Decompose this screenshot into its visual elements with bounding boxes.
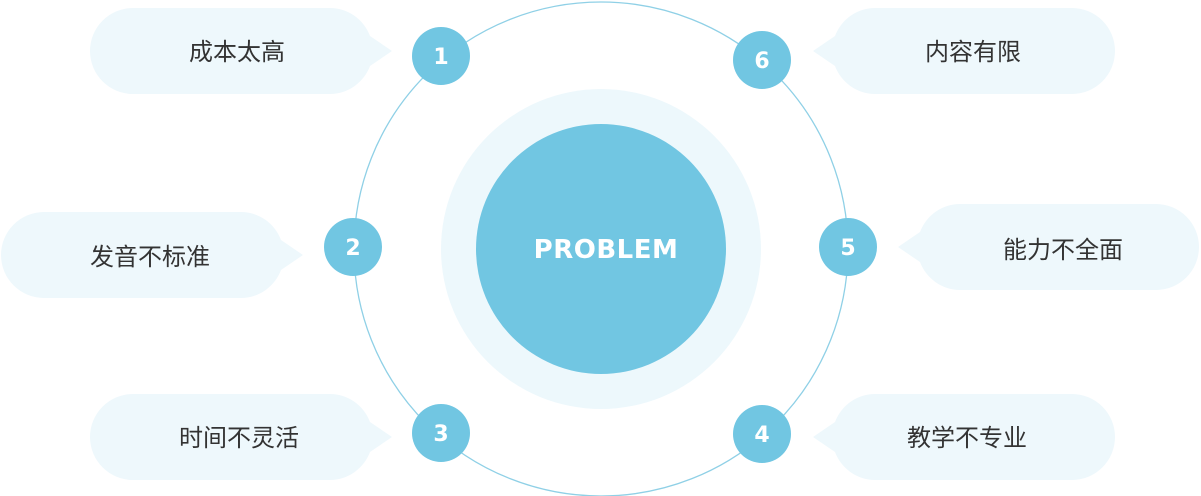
- number-node: [733, 31, 791, 89]
- speech-bubble: [1, 212, 303, 298]
- item-label: 教学不专业: [907, 424, 1027, 452]
- speech-bubble: [90, 8, 392, 94]
- item-number: 1: [433, 45, 448, 70]
- number-node: [324, 218, 382, 276]
- problem-item-4: 教学不专业 4: [733, 394, 1115, 480]
- item-label: 成本太高: [189, 38, 285, 66]
- item-number: 4: [754, 423, 769, 448]
- item-number: 6: [754, 49, 769, 74]
- item-number: 5: [840, 236, 855, 261]
- item-number: 3: [433, 422, 448, 447]
- problem-item-5: 能力不全面 5: [819, 204, 1199, 290]
- problem-item-1: 成本太高 1: [90, 8, 470, 94]
- speech-bubble: [898, 204, 1199, 290]
- problem-item-6: 内容有限 6: [733, 8, 1115, 94]
- item-label: 发音不标准: [90, 243, 210, 271]
- item-number: 2: [345, 236, 360, 261]
- item-label: 内容有限: [925, 38, 1021, 66]
- number-node: [412, 27, 470, 85]
- number-node: [733, 405, 791, 463]
- center-circle: [476, 124, 726, 374]
- number-node: [412, 404, 470, 462]
- speech-bubble: [813, 394, 1115, 480]
- item-label: 时间不灵活: [179, 424, 299, 452]
- center-label: PROBLEM: [534, 235, 679, 265]
- problem-item-2: 发音不标准 2: [1, 212, 382, 298]
- problem-item-3: 时间不灵活 3: [90, 394, 470, 480]
- speech-bubble: [813, 8, 1115, 94]
- item-label: 能力不全面: [1003, 236, 1123, 264]
- number-node: [819, 218, 877, 276]
- speech-bubble: [90, 394, 392, 480]
